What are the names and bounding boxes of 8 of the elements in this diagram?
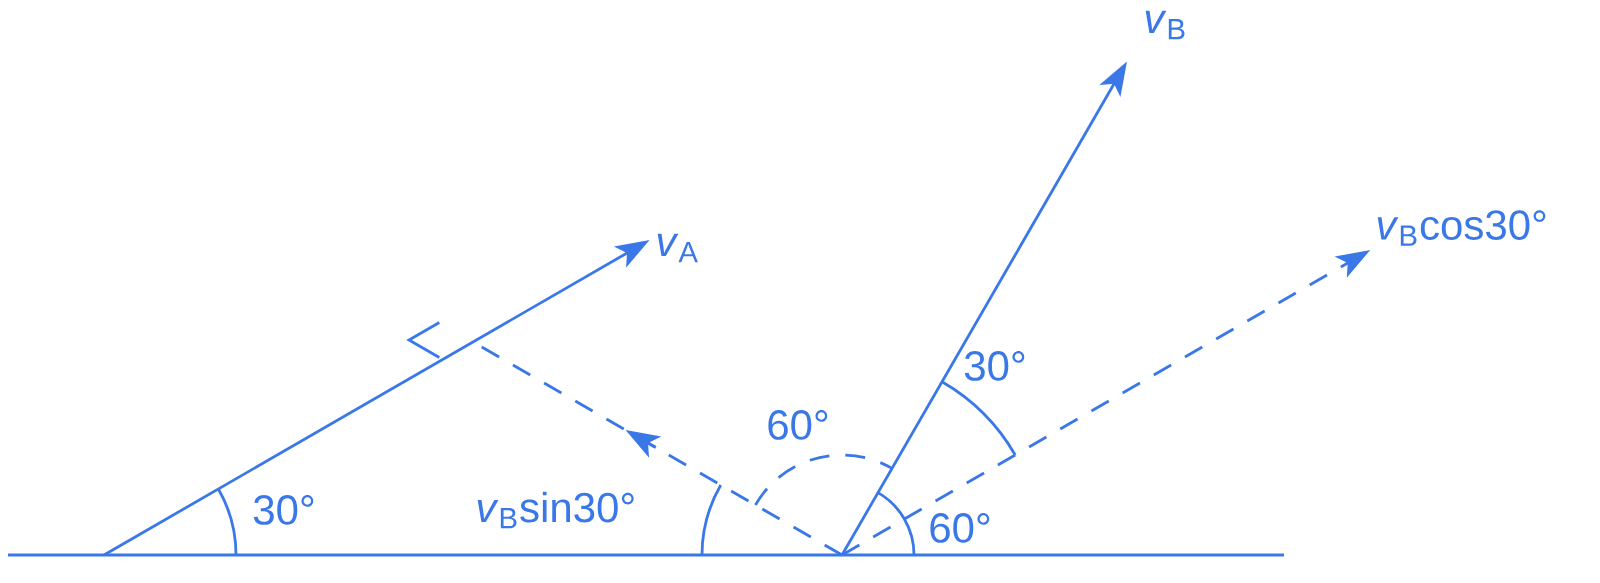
vector-label: v$_{B}$ [1145,10,1185,40]
angle-label: 30° [253,495,314,525]
angle-label: 60° [930,513,990,543]
angle-label: 60° [768,410,828,440]
vector-label: v$_{B}$cos30° [1377,210,1546,246]
vector-label: v$_{A}$ [657,233,698,263]
vector-label: v$_{B}$sin30° [477,491,634,529]
angle-label: 30° [964,351,1025,381]
